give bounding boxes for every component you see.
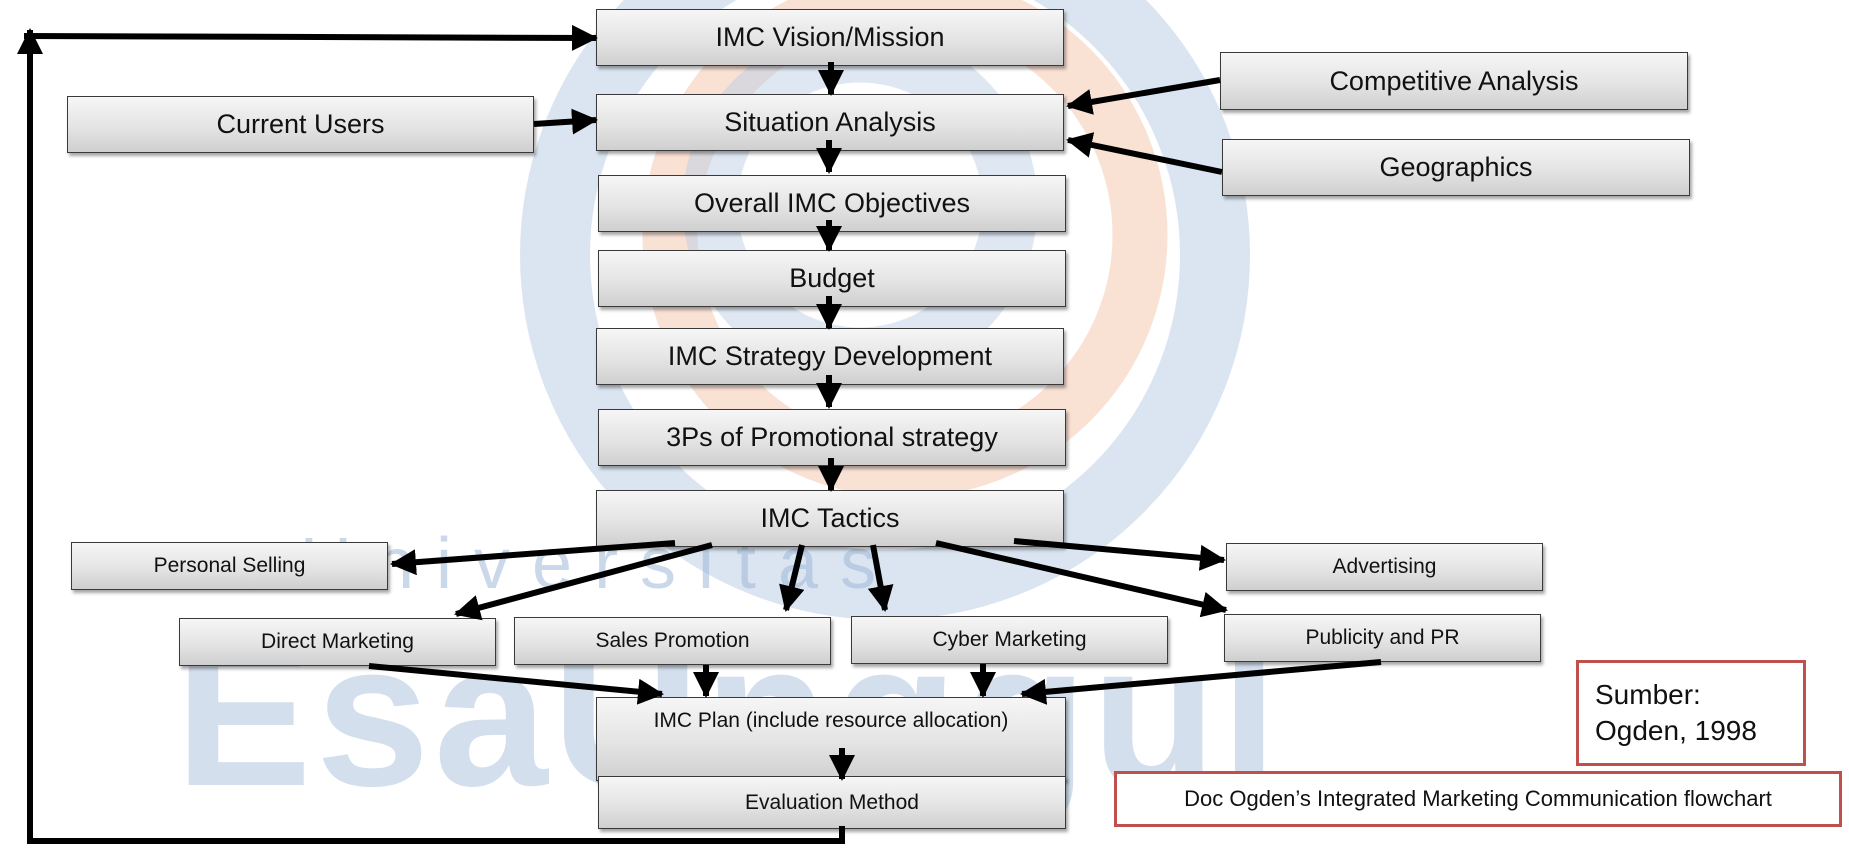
arrow-tactics-direct-marketing bbox=[454, 542, 713, 621]
source-reference: Ogden, 1998 bbox=[1595, 715, 1757, 747]
arrow-feedback-vision bbox=[23, 24, 598, 51]
arrow-direct-plan bbox=[368, 663, 664, 705]
node-competitive-analysis: Competitive Analysis bbox=[1220, 52, 1688, 110]
node-situation-analysis: Situation Analysis bbox=[596, 94, 1064, 151]
arrow-users-situation bbox=[533, 108, 598, 135]
node-direct-marketing: Direct Marketing bbox=[179, 618, 496, 666]
arrow-publicity-plan bbox=[1020, 659, 1382, 705]
node-personal-selling: Personal Selling bbox=[71, 542, 388, 590]
node-current-users: Current Users bbox=[67, 96, 534, 153]
node-vision-mission: IMC Vision/Mission bbox=[596, 9, 1064, 66]
node-geographics: Geographics bbox=[1222, 139, 1690, 196]
node-imc-tactics: IMC Tactics bbox=[596, 490, 1064, 547]
node-publicity-pr: Publicity and PR bbox=[1224, 614, 1541, 662]
arrow-tactics-publicity bbox=[935, 540, 1228, 618]
arrow-tactics-sales-promotion bbox=[779, 544, 805, 612]
node-evaluation-method: Evaluation Method bbox=[598, 776, 1066, 829]
arrow-competitive-situation bbox=[1066, 77, 1221, 115]
flowchart-caption: Doc Ogden’s Integrated Marketing Communi… bbox=[1114, 771, 1842, 827]
node-strategy-development: IMC Strategy Development bbox=[596, 328, 1064, 385]
node-budget: Budget bbox=[598, 250, 1066, 307]
source-note: Sumber: Ogden, 1998 bbox=[1576, 660, 1806, 766]
source-label: Sumber: bbox=[1595, 679, 1701, 710]
arrow-tactics-cyber-marketing bbox=[867, 544, 894, 612]
node-cyber-marketing: Cyber Marketing bbox=[851, 616, 1168, 664]
node-three-ps: 3Ps of Promotional strategy bbox=[598, 409, 1066, 466]
arrow-feedback-loop bbox=[17, 28, 845, 844]
node-sales-promotion: Sales Promotion bbox=[514, 617, 831, 665]
node-advertising: Advertising bbox=[1226, 543, 1543, 591]
arrow-tactics-personal-selling bbox=[390, 540, 676, 576]
arrow-tactics-advertising bbox=[1013, 538, 1226, 571]
node-imc-plan: IMC Plan (include resource allocation) bbox=[596, 697, 1066, 781]
arrow-geographics-situation bbox=[1066, 132, 1223, 175]
